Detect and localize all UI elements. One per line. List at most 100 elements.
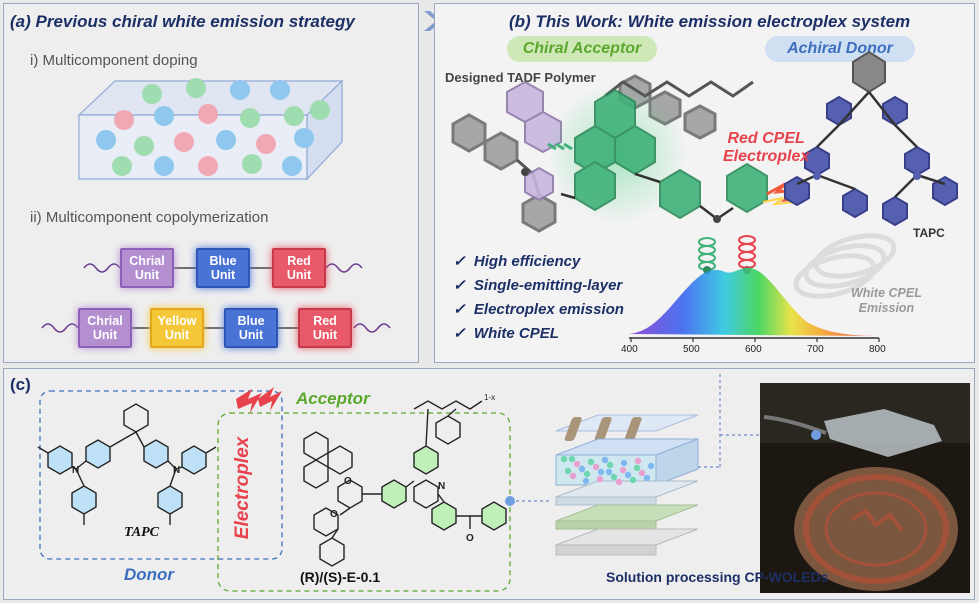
polymer-label: Designed TADF Polymer — [445, 70, 596, 85]
acceptor-label: Acceptor — [296, 389, 370, 408]
copolymer-unit-label: Yellow — [157, 314, 197, 328]
doping-particle — [284, 106, 304, 126]
feature-3-text: Electroplex emission — [473, 301, 624, 318]
electroplex-vertical-label: Electroplex — [232, 436, 253, 540]
feature-2-text: Single-emitting-layer — [473, 277, 623, 294]
svg-text:N: N — [438, 481, 445, 492]
electroplex-molecular-illustration — [451, 50, 958, 342]
copolymer-unit-label: Blue — [237, 314, 265, 328]
device-particle — [643, 474, 651, 482]
doping-particle — [154, 156, 174, 176]
device-particle — [610, 473, 618, 481]
doping-particle — [198, 156, 218, 176]
doping-particle — [240, 108, 260, 128]
device-particle — [560, 455, 568, 463]
copolymer-unit-label: Red — [313, 314, 337, 328]
feature-4-text: White CPEL — [473, 325, 559, 342]
device-caption: Solution processing CP-WOLEDs — [606, 569, 829, 585]
device-particle — [569, 472, 577, 480]
red-electroplex-text: Electroplex — [723, 148, 810, 165]
device-particle — [606, 461, 614, 469]
doping-particle — [114, 110, 134, 130]
device-particle — [638, 469, 646, 477]
svg-text:N: N — [72, 465, 79, 476]
doping-particle — [134, 136, 154, 156]
tick-400: 400 — [621, 344, 638, 355]
device-particle — [620, 459, 628, 467]
red-cpel-label: Red CPEL Electroplex — [723, 130, 809, 166]
doping-particle — [142, 84, 162, 104]
doping-particle — [112, 156, 132, 176]
doping-subtitle: i) Multicomponent doping — [30, 52, 198, 69]
subscript-label: 1-x — [484, 393, 496, 402]
device-particle — [582, 477, 590, 485]
panel-b-title: (b) This Work: White emission electrople… — [509, 12, 911, 31]
compound-label: (R)/(S)-E-0.1 — [300, 569, 381, 585]
copolymer-unit-label: Chrial — [87, 314, 123, 328]
device-particle — [596, 475, 604, 483]
doping-particle — [310, 100, 330, 120]
device-particle — [647, 462, 655, 470]
device-particle — [564, 467, 572, 475]
doping-particle — [282, 156, 302, 176]
device-particle — [619, 466, 627, 474]
panel-b: (b) This Work: White emission electrople… — [434, 3, 975, 363]
device-particle — [578, 465, 586, 473]
tapc-label-b: TAPC — [913, 226, 945, 240]
tick-800: 800 — [869, 344, 886, 355]
copolymer-unit-label: Unit — [164, 328, 190, 342]
copolymer-unit-label: Unit — [238, 328, 264, 342]
panel-a-title: (a) Previous chiral white emission strat… — [10, 12, 355, 31]
feature-4: ✓ White CPEL — [453, 325, 559, 342]
device-particle — [597, 468, 605, 476]
svg-text:O: O — [344, 476, 352, 487]
doping-particle — [186, 78, 206, 98]
panel-c-illustration: N N O O N O — [37, 371, 970, 593]
svg-text:O: O — [330, 509, 338, 520]
copolymerization-subtitle: ii) Multicomponent copolymerization — [30, 209, 269, 226]
doping-particle — [270, 80, 290, 100]
red-cpel-text: Red CPEL — [727, 130, 805, 147]
tick-700: 700 — [807, 344, 824, 355]
copolymer-unit-label: Blue — [209, 254, 237, 268]
svg-text:O: O — [466, 533, 474, 544]
copolymer-unit-label: Unit — [286, 268, 312, 282]
device-particle — [568, 455, 576, 463]
white-cpel-label: White CPEL Emission — [851, 286, 922, 316]
doping-particle — [174, 132, 194, 152]
tapc-label-c: TAPC — [124, 525, 160, 540]
device-particle — [624, 471, 632, 479]
chiral-acceptor-tag: Chiral Acceptor — [507, 36, 657, 62]
device-particle — [592, 463, 600, 471]
feature-2: ✓ Single-emitting-layer — [453, 277, 623, 294]
panel-c: (c) N N — [3, 368, 975, 600]
panel-a: (a) Previous chiral white emission strat… — [3, 3, 419, 363]
doping-particle — [154, 106, 174, 126]
doping-particle — [216, 130, 236, 150]
feature-1-text: High efficiency — [473, 253, 581, 270]
doping-particle — [230, 80, 250, 100]
feature-3: ✓ Electroplex emission — [453, 301, 624, 318]
copolymer-unit-label: Red — [287, 254, 311, 268]
device-particle — [634, 457, 642, 465]
device-particle — [573, 460, 581, 468]
device-particle — [605, 468, 613, 476]
tick-500: 500 — [683, 344, 700, 355]
copolymer-unit-label: Unit — [312, 328, 338, 342]
donor-label: Donor — [124, 565, 175, 584]
doping-particle — [96, 130, 116, 150]
doping-particle — [242, 154, 262, 174]
